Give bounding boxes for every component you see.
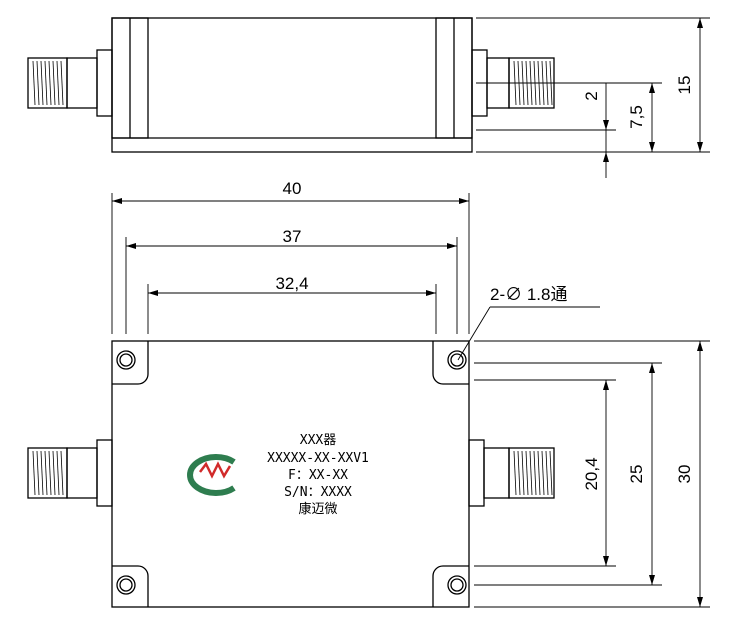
company-logo	[187, 454, 236, 496]
dim-30: 30	[675, 465, 694, 484]
dim-15: 15	[675, 76, 694, 95]
dim-20-4: 20,4	[582, 457, 601, 490]
side-body	[111, 17, 473, 153]
thread-line	[533, 450, 537, 496]
thread-line	[513, 60, 517, 106]
thread-line	[545, 450, 549, 496]
label-line4: S/N：XXXX	[284, 485, 352, 500]
side-dimensions: 15 7,5 2	[476, 17, 710, 178]
thread-line	[60, 450, 64, 496]
label-line2: XXXXX-XX-XXV1	[267, 451, 369, 466]
thread-line	[517, 60, 521, 106]
thread-line	[32, 450, 36, 496]
thread-line	[537, 60, 541, 106]
thread-line	[521, 450, 525, 496]
front-left-connector	[27, 439, 113, 507]
corner-notch-tr	[432, 341, 469, 385]
label-line1: XXX器	[300, 433, 336, 448]
thread-line	[513, 450, 517, 496]
thread-line	[44, 450, 48, 496]
hole-note: 2-∅ 1.8通	[490, 285, 567, 304]
thread-line	[40, 450, 44, 496]
corner-notch-br	[432, 565, 469, 607]
thread-line	[36, 60, 40, 106]
front-dimensions: 30 25 20,4	[474, 340, 710, 608]
thread-line	[529, 60, 533, 106]
dim-2: 2	[582, 91, 601, 100]
thread-line	[525, 60, 529, 106]
thread-line	[56, 60, 60, 106]
front-right-connector	[468, 439, 555, 507]
side-view: 15 7,5 2	[27, 17, 710, 178]
thread-line	[537, 450, 541, 496]
thread-line	[529, 450, 533, 496]
thread-line	[525, 450, 529, 496]
thread-line	[517, 450, 521, 496]
thread-line	[533, 60, 537, 106]
thread-line	[549, 60, 553, 106]
mounting-holes	[116, 350, 467, 595]
label-line3: F：XX-XX	[288, 468, 348, 483]
label-line5: 康迈微	[298, 501, 337, 517]
product-label: XXX器 XXXXX-XX-XXV1 F：XX-XX S/N：XXXX 康迈微	[267, 433, 369, 517]
dim-37: 37	[283, 227, 302, 246]
dim-7-5: 7,5	[627, 105, 646, 129]
corner-notch-bl	[112, 565, 149, 607]
thread-line	[52, 450, 56, 496]
thread-line	[545, 60, 549, 106]
dim-25: 25	[627, 465, 646, 484]
thread-line	[48, 450, 52, 496]
dim-32-4: 32,4	[275, 274, 308, 293]
thread-line	[541, 450, 545, 496]
thread-line	[521, 60, 525, 106]
dim-40: 40	[283, 179, 302, 198]
thread-line	[40, 60, 44, 106]
thread-line	[549, 450, 553, 496]
thread-line	[541, 60, 545, 106]
thread-line	[60, 60, 64, 106]
corner-notch-tl	[112, 341, 149, 385]
thread-line	[36, 450, 40, 496]
top-dimensions: 40 37 32,4 2-∅ 1.8通	[111, 179, 600, 361]
thread-line	[44, 60, 48, 106]
thread-line	[52, 60, 56, 106]
thread-line	[56, 450, 60, 496]
side-left-connector	[27, 49, 113, 117]
front-view: XXX器 XXXXX-XX-XXV1 F：XX-XX S/N：XXXX 康迈微 …	[27, 60, 710, 608]
thread-line	[48, 60, 52, 106]
thread-line	[32, 60, 36, 106]
